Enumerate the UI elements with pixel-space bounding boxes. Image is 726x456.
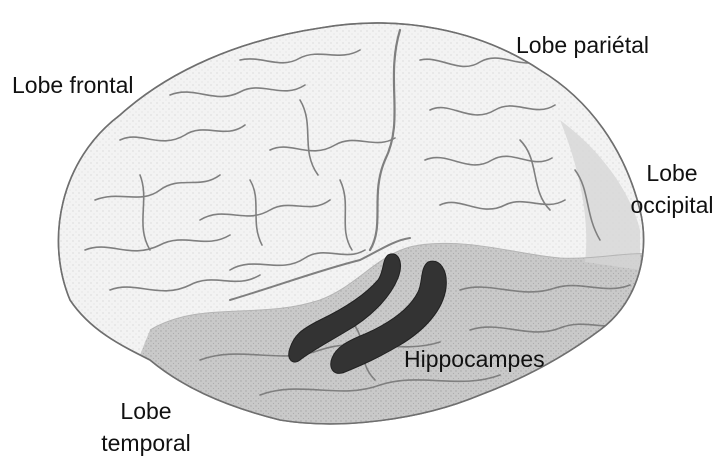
label-temporal-line1: Lobe bbox=[86, 398, 206, 424]
label-occipital-line2: occipital bbox=[618, 192, 726, 218]
label-temporal-line2: temporal bbox=[86, 430, 206, 456]
label-parietal-lobe: Lobe pariétal bbox=[516, 32, 649, 58]
label-occipital-lobe: Lobe occipital bbox=[618, 160, 726, 218]
label-hippocampus: Hippocampes bbox=[404, 346, 545, 372]
label-temporal-lobe: Lobe temporal bbox=[86, 398, 206, 456]
label-occipital-line1: Lobe bbox=[618, 160, 726, 186]
label-frontal-lobe: Lobe frontal bbox=[12, 72, 133, 98]
